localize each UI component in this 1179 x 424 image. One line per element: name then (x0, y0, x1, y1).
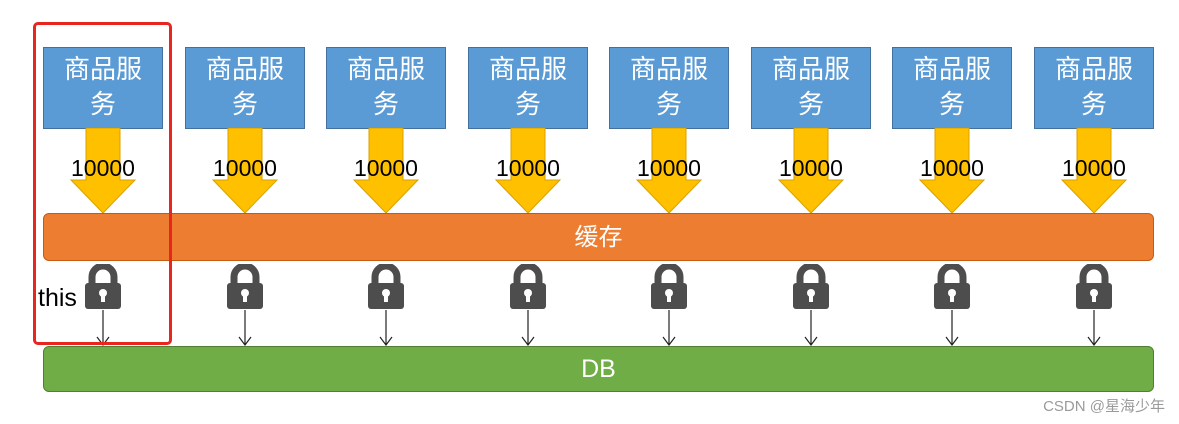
this-label: this (38, 284, 77, 312)
request-count: 10000 (496, 155, 560, 181)
lock-icon (227, 264, 263, 309)
lock-icon (651, 264, 687, 309)
lock-icon (85, 264, 121, 309)
request-count: 10000 (213, 155, 277, 181)
service-label: 商品服务 (771, 55, 850, 120)
request-count: 10000 (920, 155, 984, 181)
service-box: 商品服务 (609, 47, 729, 129)
service-box: 商品服务 (468, 47, 588, 129)
down-arrow-icon (1087, 310, 1101, 346)
arrow-down-icon (494, 128, 562, 214)
service-box: 商品服务 (326, 47, 446, 129)
cache-bar: 缓存 (43, 213, 1154, 261)
service-label: 商品服务 (63, 55, 142, 120)
down-arrow-icon (521, 310, 535, 346)
request-count: 10000 (779, 155, 843, 181)
down-arrow-icon (662, 310, 676, 346)
service-label: 商品服务 (346, 55, 425, 120)
service-label: 商品服务 (1054, 55, 1133, 120)
highlight-frame (33, 22, 172, 345)
service-box: 商品服务 (185, 47, 305, 129)
service-label: 商品服务 (912, 55, 991, 120)
lock-icon (793, 264, 829, 309)
service-box: 商品服务 (892, 47, 1012, 129)
arrow-down-icon (1060, 128, 1128, 214)
request-count: 10000 (637, 155, 701, 181)
lock-icon (368, 264, 404, 309)
lock-icon (510, 264, 546, 309)
down-arrow-icon (238, 310, 252, 346)
service-label: 商品服务 (488, 55, 567, 120)
down-arrow-icon (804, 310, 818, 346)
down-arrow-icon (379, 310, 393, 346)
service-box: 商品服务 (751, 47, 871, 129)
service-box: 商品服务 (43, 47, 163, 129)
watermark: CSDN @星海少年 (1043, 398, 1165, 415)
request-count: 10000 (354, 155, 418, 181)
db-bar: DB (43, 346, 1154, 392)
lock-icon (1076, 264, 1112, 309)
service-label: 商品服务 (629, 55, 708, 120)
arrow-down-icon (635, 128, 703, 214)
service-box: 商品服务 (1034, 47, 1154, 129)
arrow-down-icon (352, 128, 420, 214)
arrow-down-icon (777, 128, 845, 214)
lock-icon (934, 264, 970, 309)
down-arrow-icon (96, 310, 110, 346)
down-arrow-icon (945, 310, 959, 346)
request-count: 10000 (1062, 155, 1126, 181)
service-label: 商品服务 (205, 55, 284, 120)
arrow-down-icon (211, 128, 279, 214)
arrow-down-icon (69, 128, 137, 214)
request-count: 10000 (71, 155, 135, 181)
arrow-down-icon (918, 128, 986, 214)
